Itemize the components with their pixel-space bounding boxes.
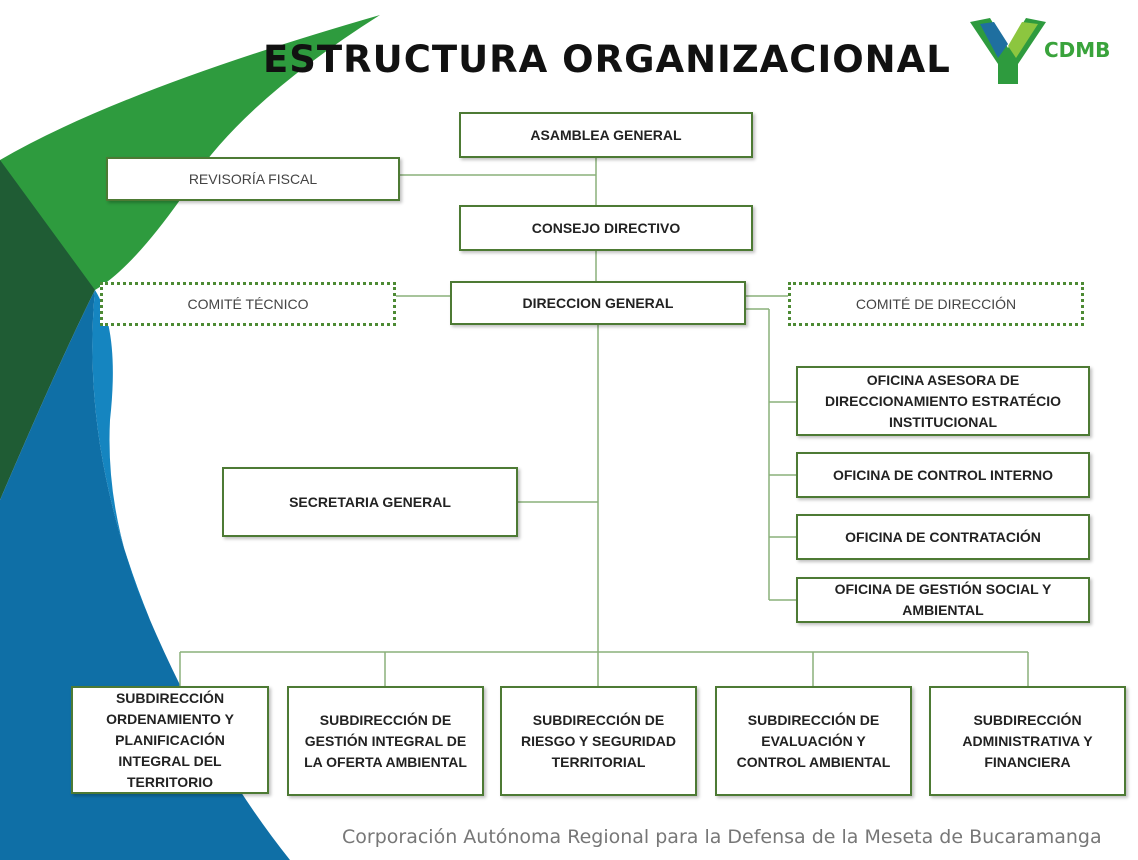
- node-label: SUBDIRECCIÓN ORDENAMIENTO Y PLANIFICACIÓ…: [106, 689, 234, 790]
- green-swoosh: [0, 15, 380, 290]
- node-revisoria-fiscal: REVISORÍA FISCAL: [106, 157, 400, 201]
- node-oficina-control-interno: OFICINA DE CONTROL INTERNO: [796, 452, 1090, 498]
- node-secretaria-general: SECRETARIA GENERAL: [222, 467, 518, 537]
- node-label: CONSEJO DIRECTIVO: [531, 219, 681, 236]
- node-oficina-gestion-social: OFICINA DE GESTIÓN SOCIAL Y AMBIENTAL: [796, 577, 1090, 623]
- node-label: SUBDIRECCIÓN DE RIESGO Y SEGURIDAD TERRI…: [520, 711, 677, 770]
- node-label: OFICINA ASESORA DE DIRECCIONAMIENTO ESTR…: [825, 371, 1061, 430]
- node-oficina-asesora: OFICINA ASESORA DE DIRECCIONAMIENTO ESTR…: [796, 366, 1090, 436]
- footer-text: Corporación Autónoma Regional para la De…: [342, 826, 1102, 848]
- node-subdireccion-ordenamiento: SUBDIRECCIÓN ORDENAMIENTO Y PLANIFICACIÓ…: [71, 686, 269, 794]
- node-label: OFICINA DE CONTRATACIÓN: [845, 528, 1041, 545]
- node-asamblea-general: ASAMBLEA GENERAL: [459, 112, 753, 158]
- node-subdireccion-administrativa: SUBDIRECCIÓN ADMINISTRATIVA Y FINANCIERA: [929, 686, 1126, 796]
- node-label: SECRETARIA GENERAL: [289, 493, 451, 510]
- cdmb-logo-icon: [970, 18, 1046, 84]
- node-label: SUBDIRECCIÓN DE GESTIÓN INTEGRAL DE LA O…: [304, 711, 467, 770]
- node-comite-tecnico: COMITÉ TÉCNICO: [100, 282, 396, 326]
- node-label: OFICINA DE GESTIÓN SOCIAL Y AMBIENTAL: [834, 581, 1052, 618]
- node-label: COMITÉ TÉCNICO: [187, 296, 309, 312]
- node-label: OFICINA DE CONTROL INTERNO: [832, 466, 1054, 483]
- node-subdireccion-gestion-integral: SUBDIRECCIÓN DE GESTIÓN INTEGRAL DE LA O…: [287, 686, 484, 796]
- node-direccion-general: DIRECCION GENERAL: [450, 281, 746, 325]
- node-subdireccion-riesgo: SUBDIRECCIÓN DE RIESGO Y SEGURIDAD TERRI…: [500, 686, 697, 796]
- node-comite-direccion: COMITÉ DE DIRECCIÓN: [788, 282, 1084, 326]
- node-label: ASAMBLEA GENERAL: [530, 126, 682, 143]
- node-label: REVISORÍA FISCAL: [188, 171, 318, 187]
- dark-green-band: [0, 160, 95, 500]
- node-label: SUBDIRECCIÓN DE EVALUACIÓN Y CONTROL AMB…: [736, 711, 891, 770]
- node-oficina-contratacion: OFICINA DE CONTRATACIÓN: [796, 514, 1090, 560]
- page-title: ESTRUCTURA ORGANIZACIONAL: [263, 38, 951, 81]
- node-label: DIRECCION GENERAL: [522, 294, 674, 311]
- node-subdireccion-evaluacion: SUBDIRECCIÓN DE EVALUACIÓN Y CONTROL AMB…: [715, 686, 912, 796]
- light-blue-band: [92, 290, 150, 620]
- node-label: SUBDIRECCIÓN ADMINISTRATIVA Y FINANCIERA: [962, 711, 1093, 770]
- node-consejo-directivo: CONSEJO DIRECTIVO: [459, 205, 753, 251]
- logo-text: CDMB: [1044, 38, 1111, 62]
- node-label: COMITÉ DE DIRECCIÓN: [855, 296, 1017, 312]
